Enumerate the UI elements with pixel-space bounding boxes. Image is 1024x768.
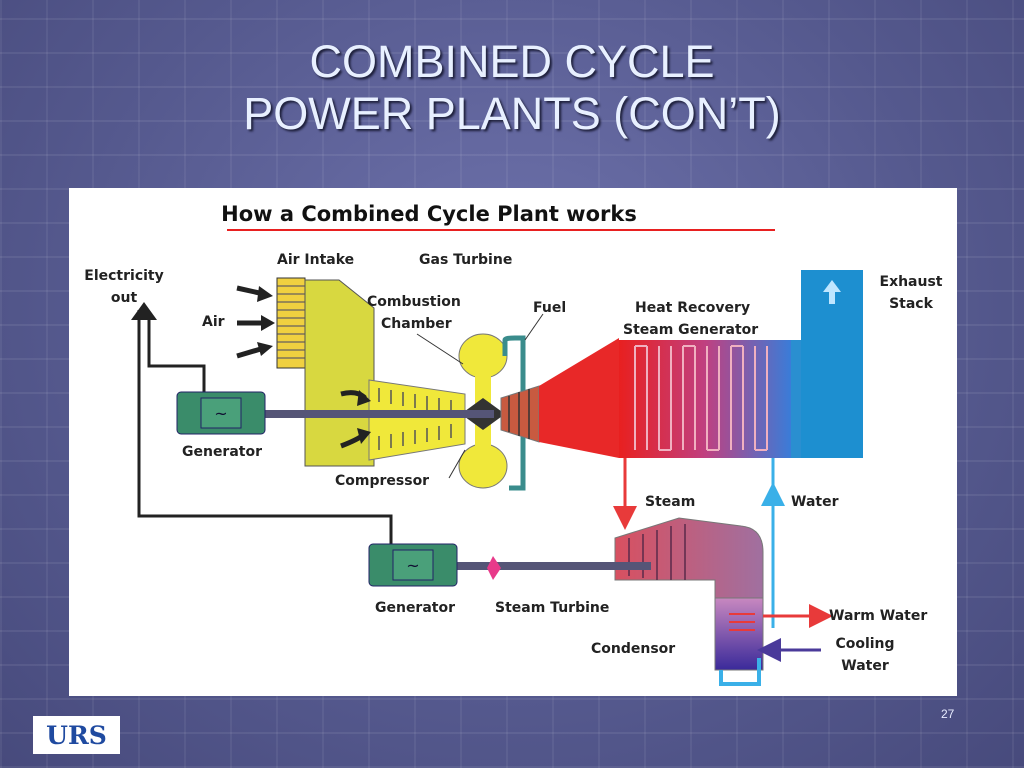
title-line-2: POWER PLANTS (CON’T) [243,88,781,139]
ac-symbol-icon: ~ [406,556,419,575]
slide-title: COMBINED CYCLE POWER PLANTS (CON’T) [0,36,1024,140]
label-generator-bottom: Generator [375,600,455,616]
label-combustion-chamber-2: Chamber [381,316,452,332]
electricity-arrow-icon [131,302,157,320]
title-line-1: COMBINED CYCLE [309,36,715,87]
gas-turbine-shaft [264,410,494,418]
label-exhaust-stack-1: Exhaust [880,274,943,290]
page-number: 27 [941,707,955,721]
air-intake-filter [276,277,306,369]
label-hrsg-2: Steam Generator [623,322,758,338]
heat-recovery-steam-generator [619,340,791,458]
label-hrsg-1: Heat Recovery [635,300,750,316]
diagram-svg: How a Combined Cycle Plant works [84,202,943,686]
diagram-heading: How a Combined Cycle Plant works [221,202,637,226]
label-compressor: Compressor [335,473,429,489]
label-water: Water [791,494,839,510]
label-electricity-out-1: Electricity [84,268,163,284]
label-condensor: Condensor [591,641,675,657]
label-steam-turbine: Steam Turbine [495,600,609,616]
condensor [714,597,764,671]
logo-text: URS [46,720,107,750]
combined-cycle-diagram: How a Combined Cycle Plant works [69,188,957,696]
label-steam: Steam [645,494,695,510]
label-cooling-water-2: Water [841,658,889,674]
label-warm-water: Warm Water [829,608,927,624]
gas-turbine [500,385,540,443]
label-cooling-water-1: Cooling [835,636,894,652]
steam-turbine-shaft [455,562,651,570]
ac-symbol-icon: ~ [214,404,227,423]
hot-exhaust-duct [539,338,619,458]
label-gas-turbine: Gas Turbine [419,252,512,268]
compressor [368,379,466,461]
electricity-wire-top [147,320,206,393]
urs-logo: URS [33,716,120,754]
label-electricity-out-2: out [111,290,138,306]
label-combustion-chamber-1: Combustion [367,294,461,310]
label-fuel: Fuel [533,300,566,316]
exhaust-arrow-icon [823,280,841,304]
label-exhaust-stack-2: Stack [889,296,934,312]
label-air-intake: Air Intake [277,252,354,268]
coupling-icon [487,556,501,580]
label-air: Air [202,314,225,330]
electricity-wire-bottom [137,310,393,562]
fuel-pipe [502,335,526,491]
label-generator-top: Generator [182,444,262,460]
